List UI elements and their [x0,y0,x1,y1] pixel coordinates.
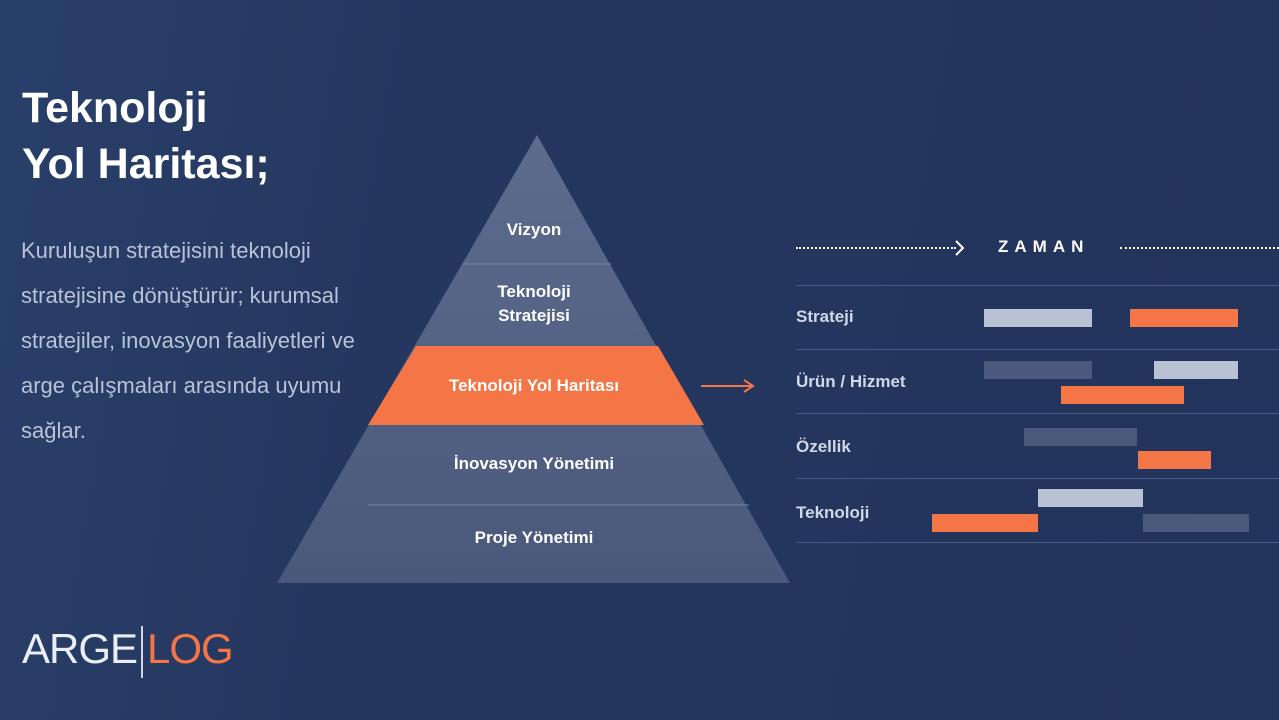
chevron-right-icon [955,240,965,256]
row-divider [796,285,1279,286]
row-label-strateji: Strateji [796,307,854,326]
logo-separator [141,625,144,678]
timeline-bar [1138,451,1211,469]
row-label-ozellik: Özellik [796,437,851,456]
row-divider [796,542,1279,543]
label-line1: Teknoloji [497,282,571,301]
timeline-bar [1130,309,1238,327]
timeline-bar [984,309,1092,327]
timeline-bar [932,514,1038,532]
row-divider [796,413,1279,414]
timeline-bar [1038,489,1143,507]
row-label-urun-hizmet: Ürün / Hizmet [796,372,906,391]
title-line1: Teknoloji [22,84,208,132]
title-line2: Yol Haritası; [22,140,270,188]
arrow-head [743,379,755,393]
timeline-bar [1061,386,1184,404]
logo-log: LOG [147,625,234,672]
timeline-bar [1143,514,1249,532]
logo-arge: ARGE [22,625,138,672]
description: Kuruluşun stratejisini teknoloji stratej… [21,238,355,443]
timeline-header: ZAMAN [998,237,1090,256]
pyramid-level-inovasyon: İnovasyon Yönetimi [453,454,615,473]
pyramid-level-yol-haritasi: Teknoloji Yol Haritası [448,376,620,395]
row-divider [796,349,1279,350]
timeline-bar [984,361,1092,379]
pyramid-level-proje: Proje Yönetimi [474,528,594,547]
row-label-teknoloji: Teknoloji [796,503,870,522]
timeline-arrow-left [796,247,956,249]
label-line2: Stratejisi [498,306,570,325]
pyramid-level-highlight [368,346,704,425]
timeline-dots-right [1120,247,1279,249]
timeline-bar [1024,428,1137,446]
row-divider [796,478,1279,479]
timeline-bar [1154,361,1238,379]
pyramid-level-vizyon: Vizyon [506,220,562,239]
